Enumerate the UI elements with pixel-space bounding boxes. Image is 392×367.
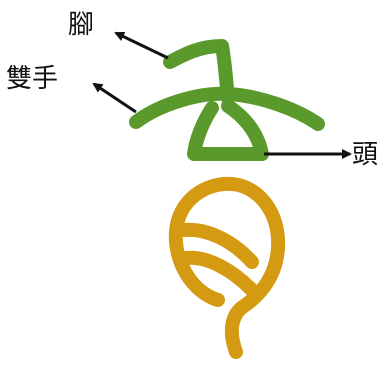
inner-curve-1 (177, 222, 259, 269)
head-stroke (187, 99, 269, 161)
arms-stroke (129, 86, 325, 131)
label-foot: 腳 (68, 10, 95, 40)
label-head: 頭 (352, 140, 379, 170)
foot-stroke (163, 39, 235, 105)
hands-arrow (92, 82, 137, 114)
inner-curve-2 (179, 250, 259, 297)
body-outline-stroke (168, 176, 286, 359)
label-hands: 雙手 (6, 64, 59, 94)
lower-glyph-strokes (168, 176, 286, 359)
label-arrows (92, 31, 352, 159)
foot-arrow (114, 31, 169, 60)
upper-glyph-strokes (129, 39, 325, 161)
